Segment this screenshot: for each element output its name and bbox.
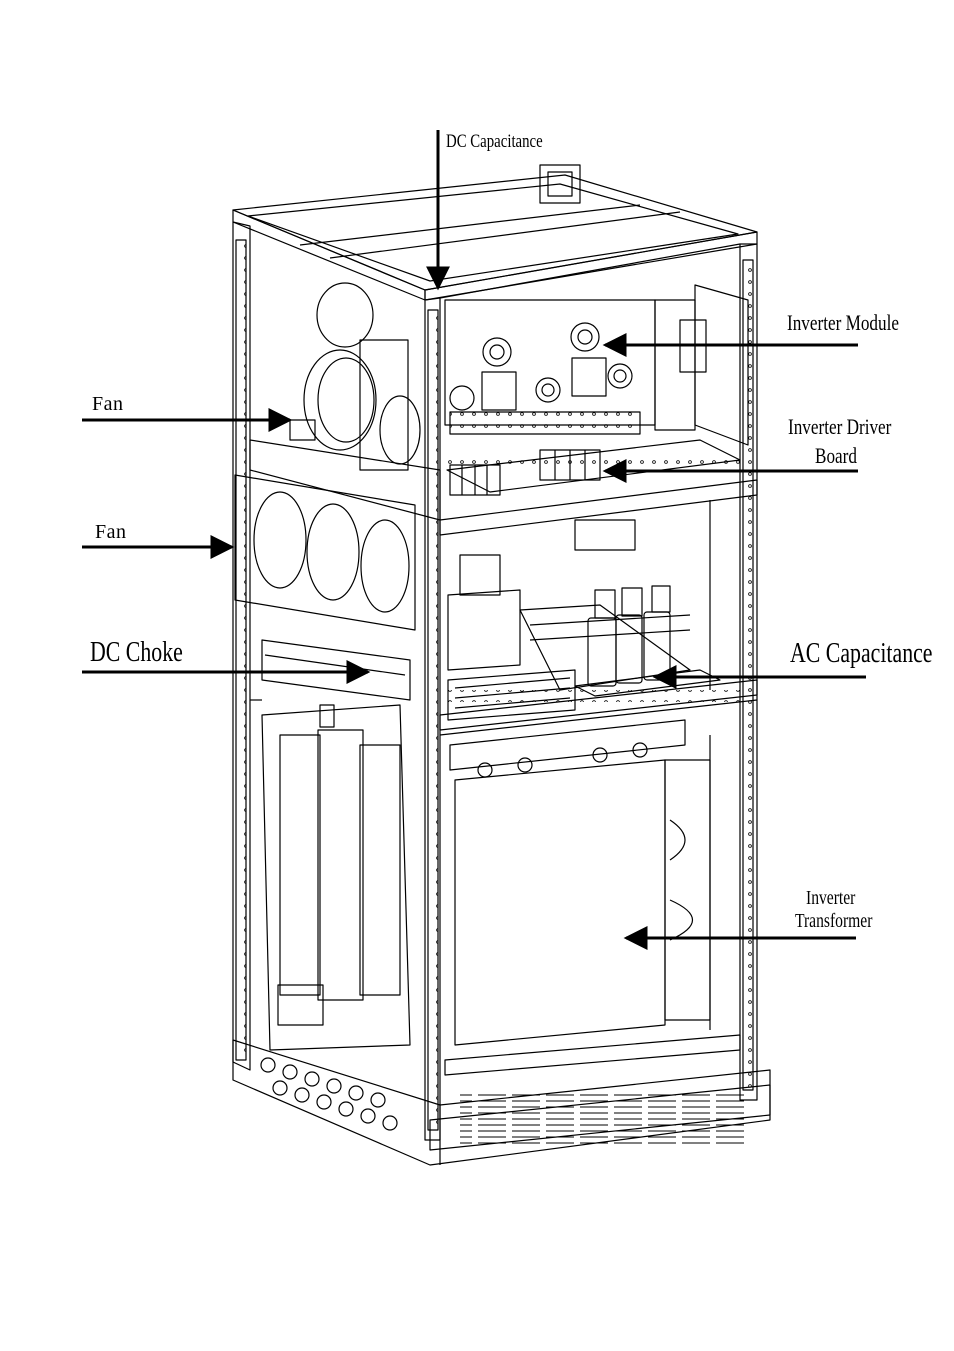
back-panels [250,500,711,1030]
inverter-driver-board [446,439,741,496]
fan-upper [289,282,421,471]
inverter-transformer [449,719,711,1046]
label-inverter-module: Inverter Module [787,310,899,335]
inverter-module [444,284,749,446]
base-plinth [232,1034,771,1166]
choke-body [261,704,411,1051]
dc-choke [261,554,521,701]
frame-posts [232,221,758,1141]
label-fan-lower: Fan [95,521,127,543]
label-inverter-driver-board-line2: Board [815,443,857,468]
fan-lower [234,474,416,631]
top-frame [232,164,758,301]
label-dc-choke: DC Choke [90,637,183,668]
label-ac-capacitance: AC Capacitance [790,638,933,669]
label-inverter-transformer-line1: Inverter [806,887,856,909]
label-dc-capacitance: DC Capacitance [446,131,543,152]
label-inverter-transformer-line2: Transformer [795,910,873,932]
base-rails-middle [447,669,576,721]
callout-arrows [82,130,866,950]
label-fan-upper: Fan [92,393,124,415]
ac-capacitance [519,519,721,697]
shelf-upper [249,439,758,536]
label-inverter-driver-board-line1: Inverter Driver [788,414,892,439]
